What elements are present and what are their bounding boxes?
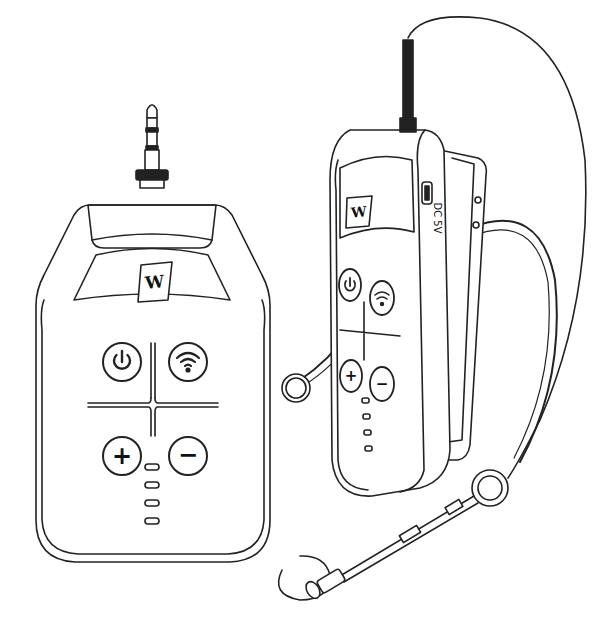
button-symbol: − <box>178 443 198 467</box>
button-symbol: + <box>112 444 132 468</box>
transmitter <box>279 17 586 601</box>
receiver <box>36 105 270 562</box>
logo-mark: W <box>145 273 166 292</box>
logo-mark: W <box>350 204 367 220</box>
port-label: DC 5V <box>432 202 442 233</box>
button-symbol: − <box>376 377 389 392</box>
button-symbol: + <box>345 369 358 384</box>
